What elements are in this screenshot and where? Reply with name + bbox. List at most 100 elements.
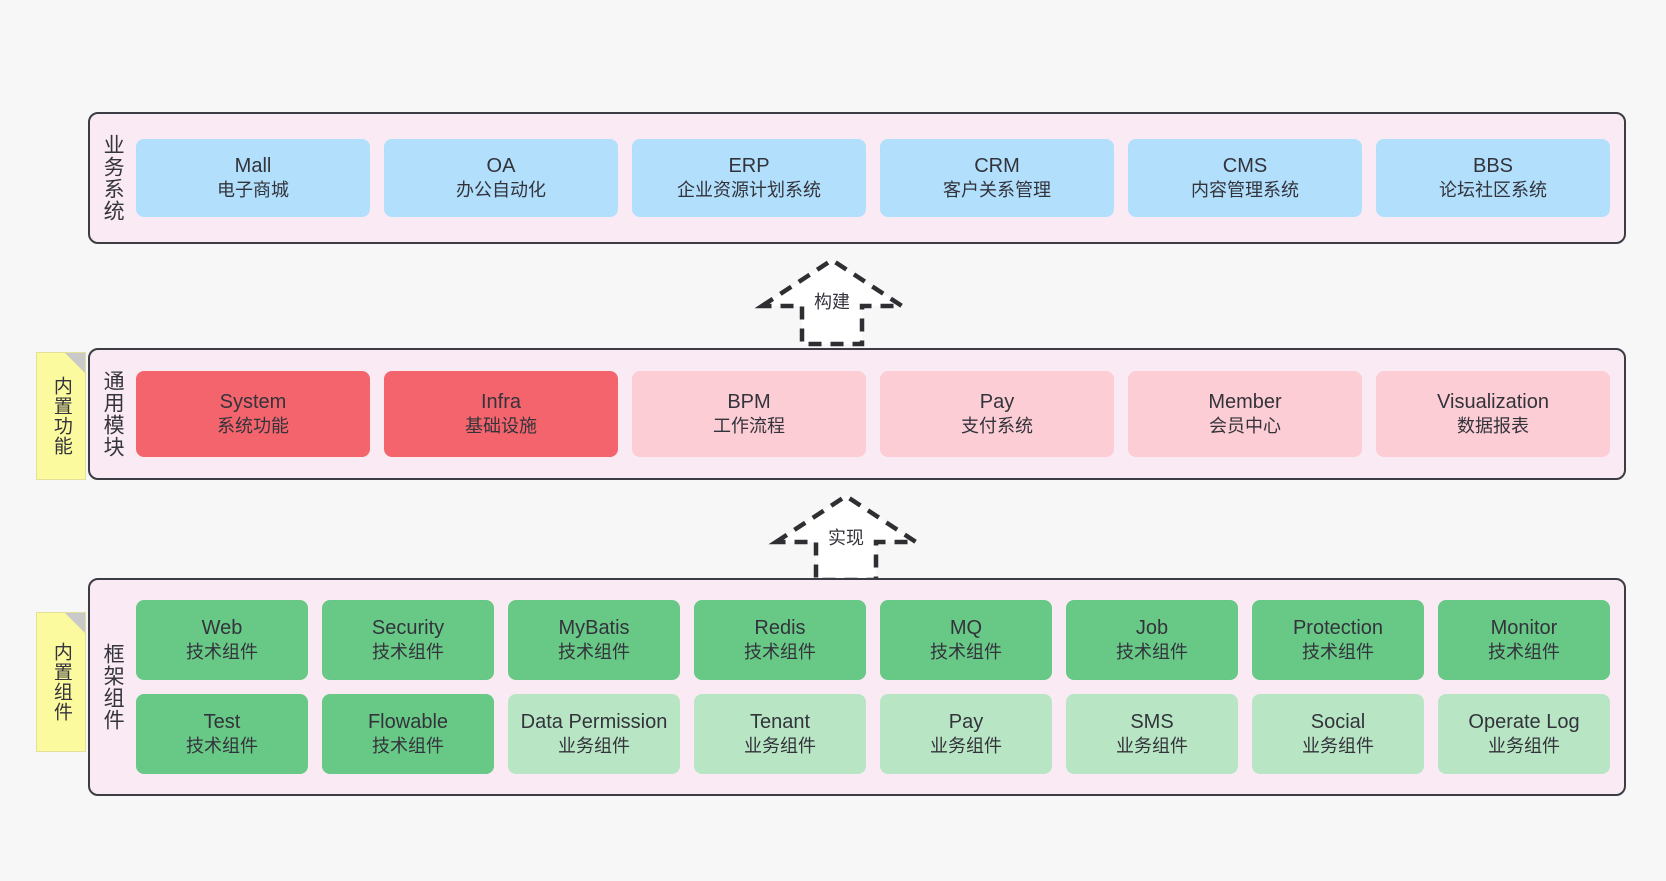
card-monitor[interactable]: Monitor 技术组件 — [1438, 600, 1610, 680]
card-title-cn: 技术组件 — [930, 642, 1002, 663]
card-title-cn: 技术组件 — [1302, 642, 1374, 663]
card-title-cn: 技术组件 — [186, 642, 258, 663]
card-title-en: MQ — [949, 616, 983, 639]
connector-build: 构建 — [752, 252, 912, 348]
card-title-en: ERP — [728, 154, 770, 177]
note-builtin-function: 内置功能 — [36, 352, 86, 480]
card-title-en: Test — [203, 710, 241, 733]
card-pay-component[interactable]: Pay 业务组件 — [880, 694, 1052, 774]
card-title-en: Mall — [234, 154, 272, 177]
card-infra[interactable]: Infra 基础设施 — [384, 371, 618, 457]
card-title-cn: 基础设施 — [465, 416, 537, 437]
card-title-cn: 业务组件 — [1488, 736, 1560, 757]
card-mall[interactable]: Mall 电子商城 — [136, 139, 370, 217]
card-social[interactable]: Social 业务组件 — [1252, 694, 1424, 774]
card-title-en: Security — [371, 616, 445, 639]
card-title-cn: 论坛社区系统 — [1439, 180, 1547, 201]
card-system[interactable]: System 系统功能 — [136, 371, 370, 457]
card-title-cn: 企业资源计划系统 — [677, 180, 821, 201]
card-row: System 系统功能 Infra 基础设施 BPM 工作流程 Pay 支付系统… — [136, 371, 1610, 457]
layer-framework-component: 框架组件 Web 技术组件 Security 技术组件 MyBatis 技术组件… — [88, 578, 1626, 796]
card-title-cn: 业务组件 — [558, 736, 630, 757]
connector-build-label: 构建 — [814, 292, 850, 312]
card-title-cn: 技术组件 — [558, 642, 630, 663]
layer-common-module: 通用模块 System 系统功能 Infra 基础设施 BPM 工作流程 Pay… — [88, 348, 1626, 480]
note-builtin-component: 内置组件 — [36, 612, 86, 752]
card-title-en: CMS — [1222, 154, 1268, 177]
card-mq[interactable]: MQ 技术组件 — [880, 600, 1052, 680]
card-bpm[interactable]: BPM 工作流程 — [632, 371, 866, 457]
card-flowable[interactable]: Flowable 技术组件 — [322, 694, 494, 774]
card-title-cn: 会员中心 — [1209, 416, 1281, 437]
layer-body-common-module: System 系统功能 Infra 基础设施 BPM 工作流程 Pay 支付系统… — [134, 350, 1624, 478]
card-title-en: CRM — [974, 154, 1020, 177]
card-title-cn: 数据报表 — [1457, 416, 1529, 437]
card-pay-module[interactable]: Pay 支付系统 — [880, 371, 1114, 457]
card-sms[interactable]: SMS 业务组件 — [1066, 694, 1238, 774]
card-title-en: Member — [1208, 390, 1282, 413]
note-label: 内置功能 — [50, 376, 72, 456]
layer-label-common-module: 通用模块 — [101, 370, 125, 458]
card-data-permission[interactable]: Data Permission 业务组件 — [508, 694, 680, 774]
card-title-cn: 技术组件 — [744, 642, 816, 663]
card-title-cn: 技术组件 — [1488, 642, 1560, 663]
card-row: Mall 电子商城 OA 办公自动化 ERP 企业资源计划系统 CRM 客户关系… — [136, 139, 1610, 217]
connector-implement: 实现 — [766, 488, 926, 584]
card-title-cn: 业务组件 — [930, 736, 1002, 757]
card-redis[interactable]: Redis 技术组件 — [694, 600, 866, 680]
layer-label-business-system: 业务系统 — [101, 134, 125, 222]
card-title-en: Visualization — [1437, 390, 1549, 413]
card-title-cn: 客户关系管理 — [943, 180, 1051, 201]
card-title-en: Data Permission — [520, 710, 668, 733]
card-visualization[interactable]: Visualization 数据报表 — [1376, 371, 1610, 457]
card-erp[interactable]: ERP 企业资源计划系统 — [632, 139, 866, 217]
build-arrow-icon — [754, 257, 910, 347]
layer-body-business-system: Mall 电子商城 OA 办公自动化 ERP 企业资源计划系统 CRM 客户关系… — [134, 114, 1624, 242]
card-cms[interactable]: CMS 内容管理系统 — [1128, 139, 1362, 217]
card-protection[interactable]: Protection 技术组件 — [1252, 600, 1424, 680]
card-operate-log[interactable]: Operate Log 业务组件 — [1438, 694, 1610, 774]
card-title-en: Web — [201, 616, 243, 639]
card-title-en: BPM — [727, 390, 771, 413]
implement-arrow-icon — [768, 493, 924, 583]
card-title-cn: 系统功能 — [217, 416, 289, 437]
card-title-en: Monitor — [1490, 616, 1558, 639]
card-title-en: Job — [1135, 616, 1169, 639]
card-title-en: System — [219, 390, 287, 413]
card-title-cn: 业务组件 — [1116, 736, 1188, 757]
card-title-en: Pay — [948, 710, 984, 733]
connector-implement-label: 实现 — [828, 528, 864, 548]
card-title-en: OA — [486, 154, 516, 177]
card-title-en: Redis — [754, 616, 806, 639]
layer-business-system: 业务系统 Mall 电子商城 OA 办公自动化 ERP 企业资源计划系统 CRM… — [88, 112, 1626, 244]
card-web[interactable]: Web 技术组件 — [136, 600, 308, 680]
card-title-cn: 技术组件 — [372, 736, 444, 757]
card-job[interactable]: Job 技术组件 — [1066, 600, 1238, 680]
card-title-en: Protection — [1292, 616, 1384, 639]
card-title-cn: 支付系统 — [961, 416, 1033, 437]
card-title-cn: 办公自动化 — [456, 180, 546, 201]
card-title-cn: 技术组件 — [186, 736, 258, 757]
card-title-en: Pay — [979, 390, 1015, 413]
card-title-cn: 工作流程 — [713, 416, 785, 437]
card-title-en: BBS — [1472, 154, 1514, 177]
layer-label-framework-component: 框架组件 — [101, 643, 125, 731]
card-test[interactable]: Test 技术组件 — [136, 694, 308, 774]
card-title-cn: 技术组件 — [372, 642, 444, 663]
card-title-cn: 内容管理系统 — [1191, 180, 1299, 201]
card-title-en: Operate Log — [1468, 710, 1580, 733]
card-title-en: Tenant — [749, 710, 811, 733]
card-title-en: Social — [1310, 710, 1366, 733]
card-title-en: Flowable — [367, 710, 449, 733]
card-title-en: SMS — [1130, 710, 1174, 733]
note-label: 内置组件 — [50, 642, 72, 722]
card-security[interactable]: Security 技术组件 — [322, 600, 494, 680]
card-title-cn: 业务组件 — [1302, 736, 1374, 757]
card-member[interactable]: Member 会员中心 — [1128, 371, 1362, 457]
card-bbs[interactable]: BBS 论坛社区系统 — [1376, 139, 1610, 217]
card-oa[interactable]: OA 办公自动化 — [384, 139, 618, 217]
card-mybatis[interactable]: MyBatis 技术组件 — [508, 600, 680, 680]
card-tenant[interactable]: Tenant 业务组件 — [694, 694, 866, 774]
card-crm[interactable]: CRM 客户关系管理 — [880, 139, 1114, 217]
